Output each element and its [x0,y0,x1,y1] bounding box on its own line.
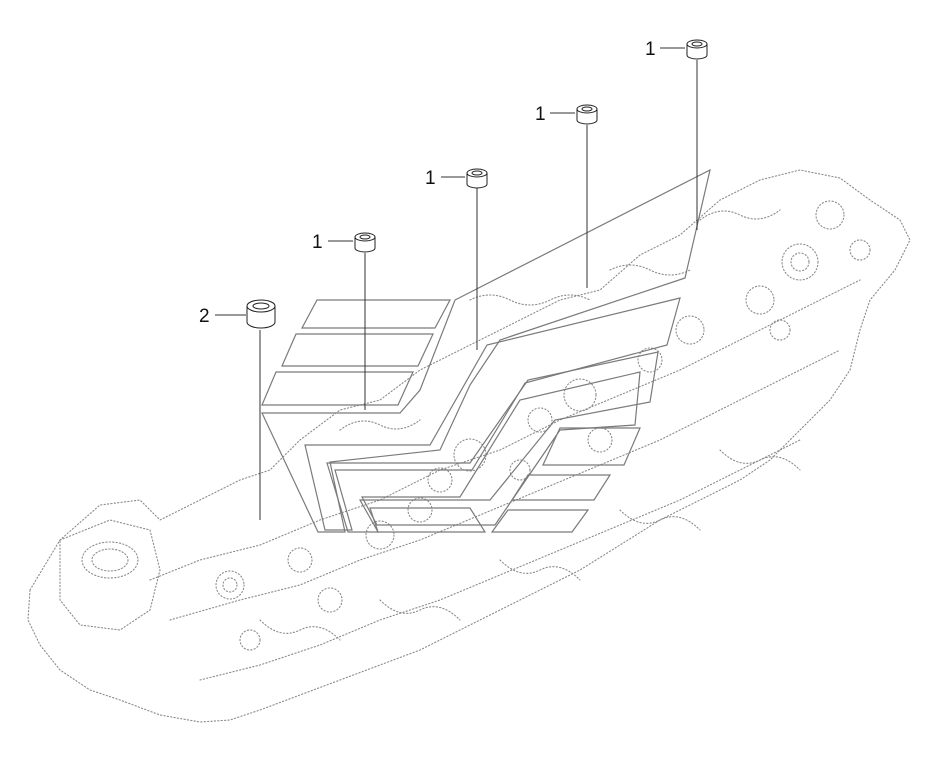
gasket-small-1 [542,427,641,466]
plug-2[interactable] [246,299,276,329]
callout-label-plug-2: 2 [199,306,210,327]
gasket-small-4 [369,507,487,533]
plug-1d[interactable] [686,39,708,60]
cylinder-head-outline [27,169,911,723]
callout-label-plug-1c: 1 [535,104,546,125]
leader-lines [215,47,698,520]
gasket-strip-3 [261,371,414,406]
callout-label-plug-1d: 1 [645,39,656,60]
gasket-inner-2 [326,351,659,533]
plug-1c[interactable] [576,104,598,125]
gasket-inner-3 [360,371,641,526]
gasket-strip-1 [300,299,452,329]
callout-label-plug-1a: 1 [312,232,323,253]
gasket-strip-2 [281,333,434,367]
plug-1a[interactable] [354,232,376,253]
gasket-inner-1 [304,297,681,531]
cover-gasket-set [261,168,711,533]
gasket-small-3 [490,509,590,533]
plug-1b[interactable] [466,168,488,189]
callout-label-plug-1b: 1 [425,168,436,189]
main-gasket [261,168,711,533]
gasket-small-2 [510,474,612,501]
